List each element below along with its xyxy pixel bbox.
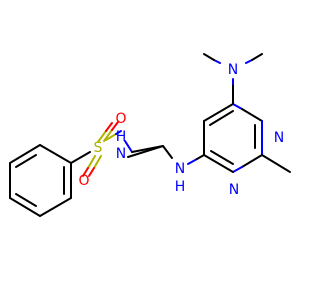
- oxygen-bottom-label: O: [78, 173, 89, 189]
- molecule-structure: S O O N H N H: [9, 53, 291, 217]
- methyl-group: [261, 154, 291, 173]
- dimethyl-n-label: N: [228, 62, 238, 78]
- dimethylamino-group: N: [203, 53, 263, 105]
- sulfonamide-n-label: N: [116, 146, 126, 162]
- ring-n-bottom-label: N: [229, 182, 239, 198]
- molecule-canvas: S O O N H N H: [9, 53, 291, 217]
- amine-h-label: H: [175, 179, 186, 195]
- amine-nh: N H: [175, 154, 205, 195]
- sulfur-label: S: [94, 140, 103, 156]
- ethylene-linker: [127, 145, 173, 159]
- amine-n-label: N: [175, 161, 185, 177]
- oxygen-top-label: O: [115, 111, 126, 127]
- pyrimidine-ring: N N: [203, 103, 284, 198]
- ring-n-top-label: N: [274, 130, 284, 146]
- sulfonyl-group: S O O: [70, 111, 127, 189]
- benzene-ring: [9, 144, 72, 217]
- sulfonamide-nh: N H: [115, 129, 164, 162]
- sulfonamide-h-label: H: [116, 129, 127, 145]
